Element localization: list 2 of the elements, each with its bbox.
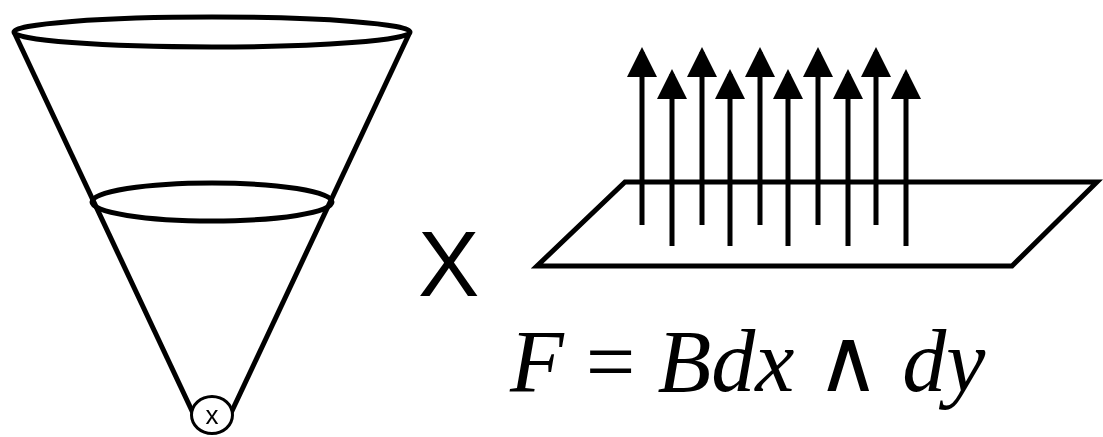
point-circle: x [190, 395, 234, 435]
times-sign: X [418, 218, 480, 310]
